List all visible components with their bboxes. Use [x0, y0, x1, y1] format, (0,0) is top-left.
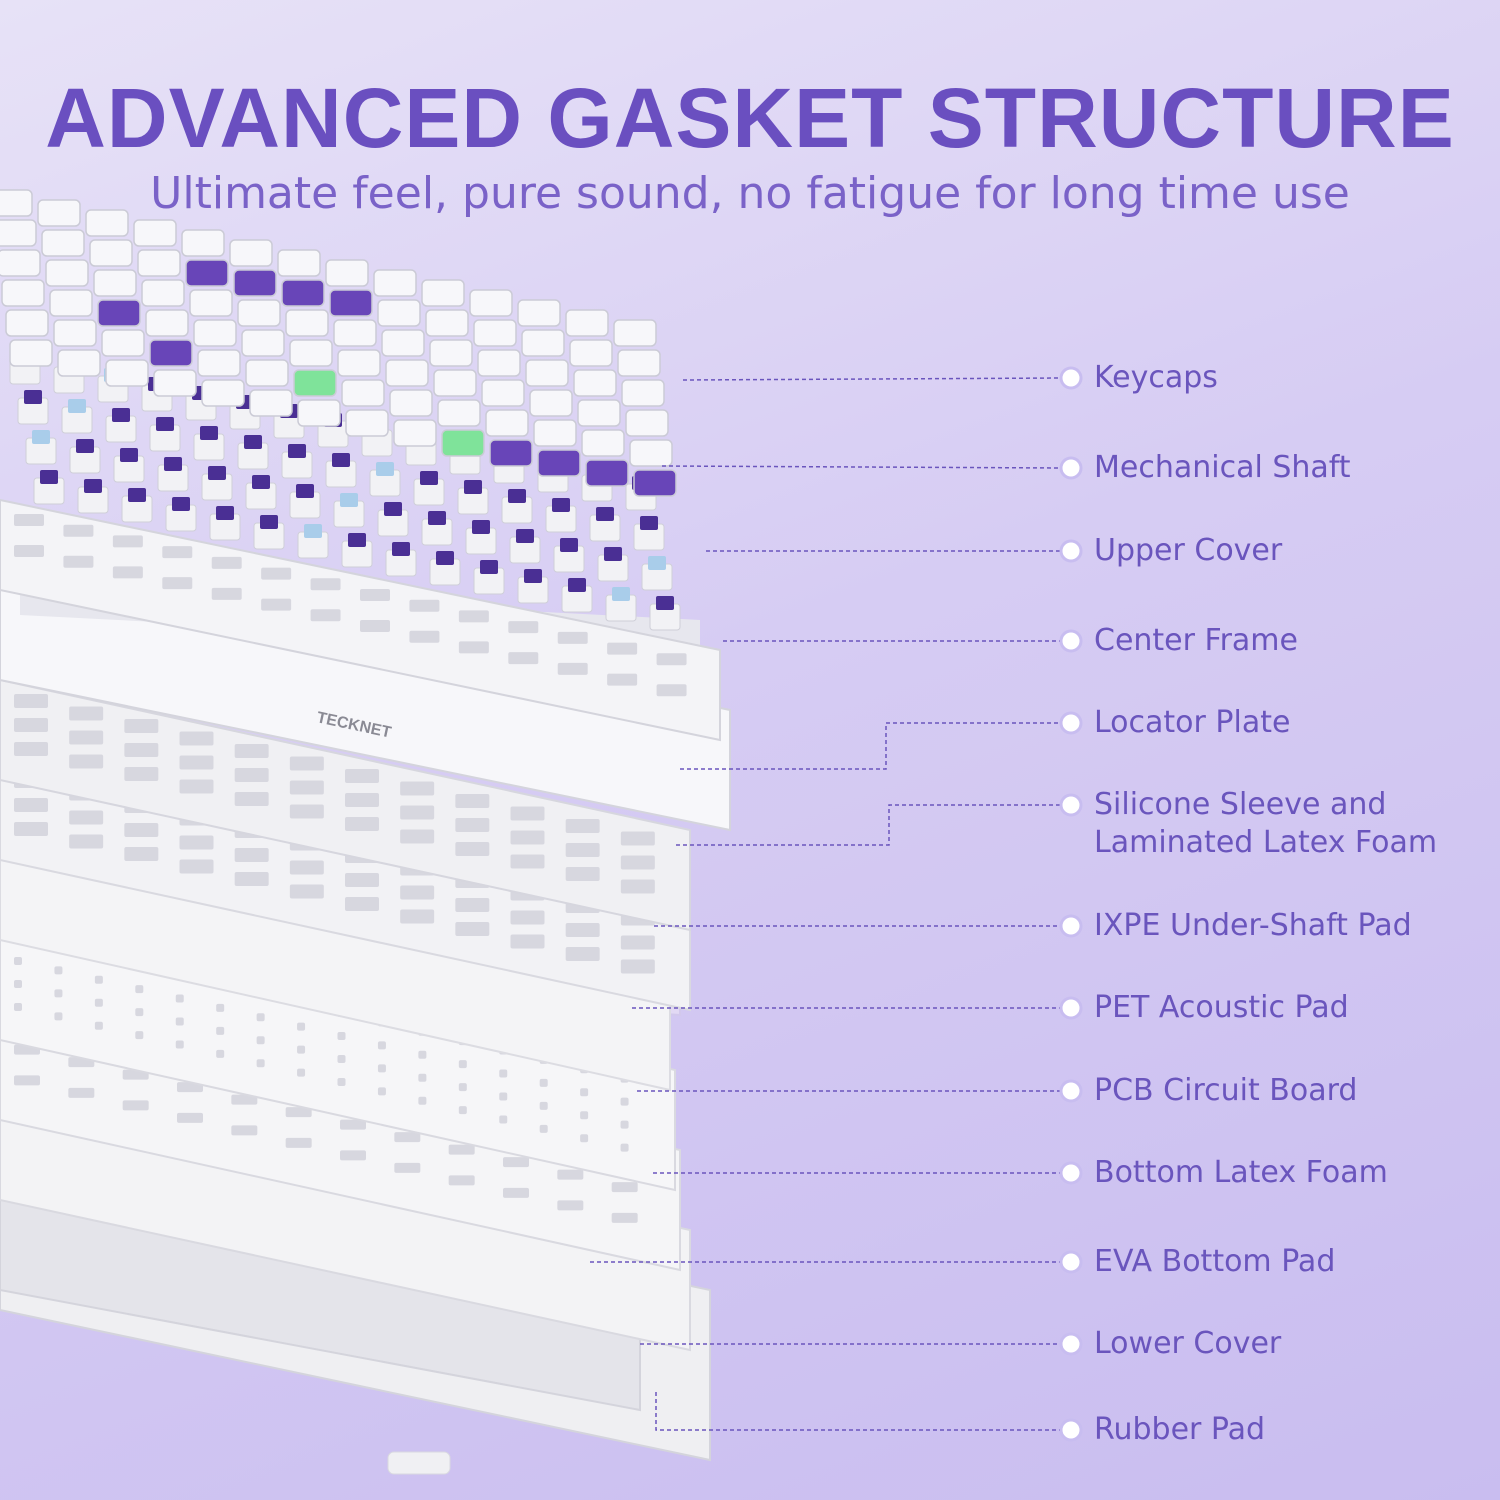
leader-dot-pet-pad	[1059, 996, 1083, 1020]
page-title: ADVANCED GASKET STRUCTURE	[45, 71, 1455, 165]
leader-dot-rubber-pad	[1059, 1418, 1083, 1442]
rubber-pad-shape	[387, 1451, 451, 1475]
leader-line-rubber-pad	[655, 1392, 1062, 1431]
layer-label-rubber-pad: Rubber Pad	[1094, 1412, 1266, 1447]
leader-lines	[590, 366, 1083, 1442]
layer-label-mechanical-shaft: Mechanical Shaft	[1094, 450, 1351, 485]
leader-dot-pcb	[1059, 1079, 1083, 1103]
leader-dot-center-frame	[1059, 629, 1083, 653]
layer-artwork: TECKNET	[0, 189, 731, 1475]
layer-label-silicone-sleeve: Silicone Sleeve and Laminated Latex Foam	[1094, 787, 1438, 860]
leader-dot-locator-plate	[1059, 711, 1083, 735]
layer-label-eva-pad: EVA Bottom Pad	[1094, 1244, 1336, 1279]
layer-label-upper-cover: Upper Cover	[1094, 533, 1283, 568]
page-subtitle: Ultimate feel, pure sound, no fatigue fo…	[150, 168, 1350, 219]
leader-dot-ixpe-pad	[1059, 914, 1083, 938]
leader-line-silicone-sleeve	[676, 804, 1062, 846]
upper-cover-shape	[0, 498, 721, 742]
layer-label-bottom-foam: Bottom Latex Foam	[1094, 1155, 1388, 1190]
upper-cover-holes	[14, 514, 687, 697]
leader-dot-upper-cover	[1059, 539, 1083, 563]
leader-dot-keycaps	[1059, 366, 1083, 390]
leader-line-locator-plate	[680, 722, 1062, 770]
leader-dot-mechanical-shaft	[1059, 456, 1083, 480]
layer-label-locator-plate: Locator Plate	[1094, 705, 1291, 740]
layer-label-pet-pad: PET Acoustic Pad	[1094, 990, 1349, 1025]
locator-plate-holes	[14, 694, 655, 894]
layer-label-pcb: PCB Circuit Board	[1094, 1073, 1358, 1108]
keycap-array	[0, 189, 677, 497]
layer-label-lower-cover: Lower Cover	[1094, 1326, 1282, 1361]
layer-label-center-frame: Center Frame	[1094, 623, 1298, 658]
leader-dot-bottom-foam	[1059, 1161, 1083, 1185]
leader-line-mechanical-shaft	[661, 465, 1063, 469]
leader-line-keycaps	[682, 377, 1063, 381]
layer-label-ixpe-pad: IXPE Under-Shaft Pad	[1094, 908, 1412, 943]
leader-dot-silicone-sleeve	[1059, 793, 1083, 817]
leader-dot-lower-cover	[1059, 1332, 1083, 1356]
layer-label-keycaps: Keycaps	[1094, 360, 1218, 395]
leader-dot-eva-pad	[1059, 1250, 1083, 1274]
